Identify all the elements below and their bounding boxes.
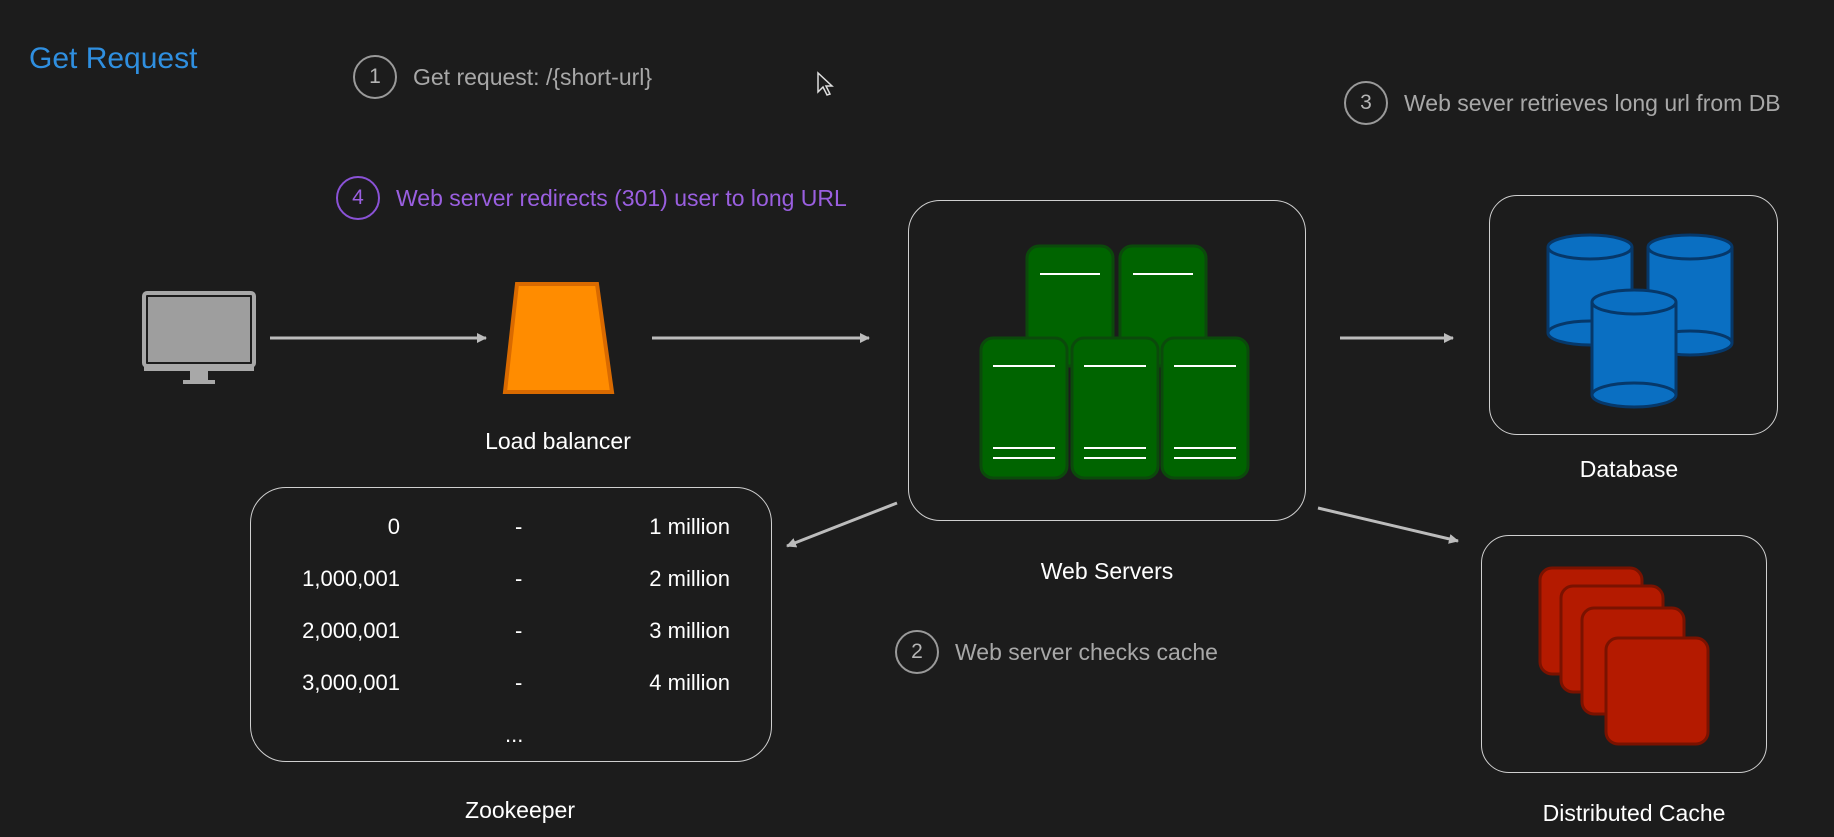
diagram-title: Get Request xyxy=(29,42,198,75)
step-4-number: 4 xyxy=(336,176,380,220)
step-1-text: Get request: /{short-url} xyxy=(413,63,653,90)
zookeeper-box xyxy=(250,487,772,762)
server-icon-4 xyxy=(1070,336,1160,480)
step-2-number: 2 xyxy=(895,630,939,674)
cache-label: Distributed Cache xyxy=(1542,800,1726,826)
cache-icon-4 xyxy=(1604,636,1710,746)
web-servers-label: Web Servers xyxy=(1040,558,1174,584)
step-1-number: 1 xyxy=(353,55,397,99)
arrow-servers-to-cache xyxy=(1317,506,1459,544)
zk-range-3-end: 3 million xyxy=(649,618,730,643)
load-balancer-label: Load balancer xyxy=(485,428,631,454)
computer-icon xyxy=(142,291,256,384)
zk-range-2-end: 2 million xyxy=(649,566,730,591)
database-box xyxy=(1489,195,1778,435)
server-icon-1 xyxy=(1025,244,1115,368)
zk-range-2-start: 1,000,001 xyxy=(302,566,400,591)
zk-range-4-start: 3,000,001 xyxy=(302,670,400,695)
zk-range-1-end: 1 million xyxy=(649,514,730,539)
step-4: 4 Web server redirects (301) user to lon… xyxy=(336,176,847,220)
zk-range-1-sep: - xyxy=(515,514,523,539)
step-1: 1 Get request: /{short-url} xyxy=(353,55,652,99)
server-icon-3 xyxy=(979,336,1069,480)
cursor-icon xyxy=(817,71,834,96)
zk-range-1-start: 0 xyxy=(387,514,400,539)
cache-box xyxy=(1481,535,1767,773)
database-label: Database xyxy=(1579,456,1679,482)
step-3-number: 3 xyxy=(1344,81,1388,125)
zk-range-3-start: 2,000,001 xyxy=(302,618,400,643)
step-3: 3 Web sever retrieves long url from DB xyxy=(1344,81,1781,125)
server-icon-2 xyxy=(1118,244,1208,368)
zk-more-ellipsis: ... xyxy=(505,722,524,747)
step-2: 2 Web server checks cache xyxy=(895,630,1218,674)
zk-range-3-sep: - xyxy=(515,618,523,643)
step-4-text: Web server redirects (301) user to long … xyxy=(396,184,847,211)
server-icon-5 xyxy=(1160,336,1250,480)
step-3-text: Web sever retrieves long url from DB xyxy=(1404,89,1781,116)
zk-range-4-sep: - xyxy=(515,670,523,695)
zk-range-4-end: 4 million xyxy=(649,670,730,695)
zookeeper-label: Zookeeper xyxy=(465,797,575,823)
zk-range-2-sep: - xyxy=(515,566,523,591)
arrow-servers-to-zookeeper xyxy=(786,501,898,548)
load-balancer-icon xyxy=(502,282,615,394)
database-icon-3 xyxy=(1590,288,1678,409)
step-2-text: Web server checks cache xyxy=(955,638,1218,665)
web-servers-box xyxy=(908,200,1306,521)
